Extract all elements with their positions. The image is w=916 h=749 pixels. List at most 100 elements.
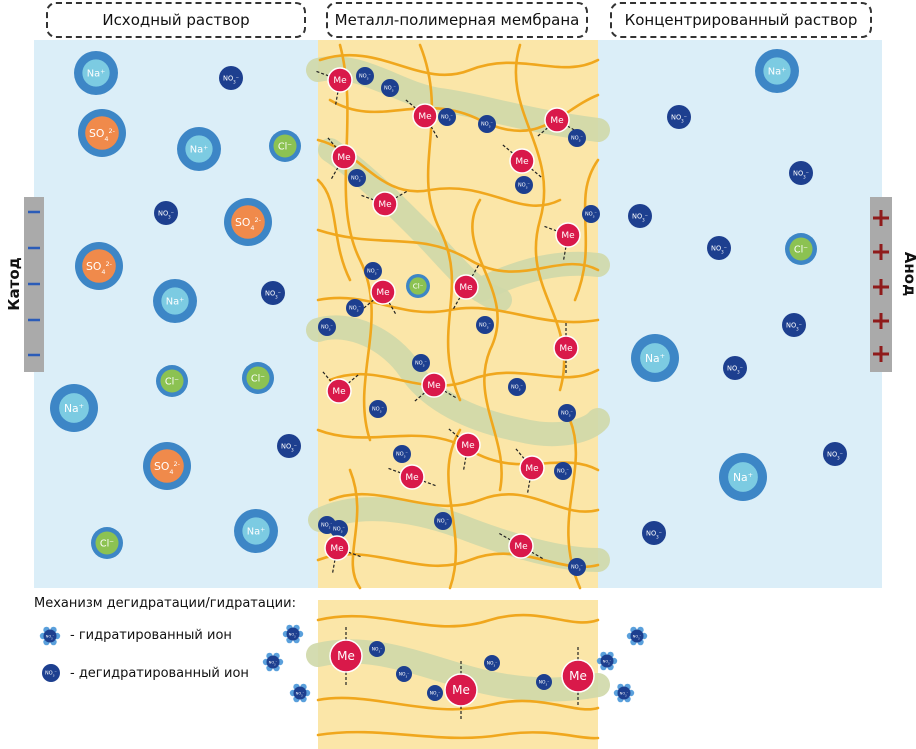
svg-text:NO3−: NO3−	[265, 289, 281, 299]
hydrated-ion-icon: NO3−	[289, 683, 311, 703]
nitrate-ion: NO3−	[789, 161, 813, 185]
svg-text:NO3−: NO3−	[711, 244, 727, 254]
svg-text:NO3−: NO3−	[557, 468, 569, 476]
sodium-ion: Na+	[50, 384, 98, 432]
metal-ion: Me	[315, 67, 353, 106]
svg-text:Me: Me	[561, 231, 575, 241]
nitrate-ion: NO3−	[318, 318, 336, 336]
membrane-header: Металл-полимерная мембрана	[326, 2, 588, 38]
ion-channel	[306, 639, 610, 702]
metal-ion: Me	[447, 427, 481, 471]
svg-text:NO3−: NO3−	[396, 451, 408, 459]
nitrate-ion: NO3−	[568, 558, 586, 576]
svg-text:NO3−: NO3−	[481, 121, 493, 129]
svg-text:Cl−: Cl−	[251, 373, 265, 384]
svg-text:NO3−: NO3−	[793, 169, 809, 179]
svg-text:Me: Me	[378, 200, 392, 210]
sulfate-ion: SO42-	[143, 442, 191, 490]
concentrate-solution-header: Концентрированный раствор	[610, 2, 872, 38]
nitrate-ion: NO3−	[723, 356, 747, 380]
svg-text:NO3−: NO3−	[223, 74, 239, 84]
sodium-ion: Na+	[234, 509, 278, 553]
svg-text:Me: Me	[332, 387, 346, 397]
nitrate-ion: NO3−	[515, 176, 533, 194]
sodium-ion: Na+	[74, 51, 118, 95]
svg-text:NO3−: NO3−	[487, 661, 498, 668]
svg-text:Cl−: Cl−	[278, 141, 292, 152]
svg-text:NO3−: NO3−	[399, 672, 410, 679]
svg-text:NO3−: NO3−	[727, 364, 743, 374]
svg-text:Na+: Na+	[247, 526, 265, 538]
sulfate-ion: SO42-	[224, 198, 272, 246]
polymer-fiber	[316, 730, 600, 740]
chloride-ion: Cl−	[91, 527, 123, 559]
svg-text:Me: Me	[330, 544, 344, 554]
nitrate-ion: NO3−	[434, 512, 452, 530]
metal-ion: Me	[413, 372, 457, 403]
nitrate-ion: NO3−	[346, 299, 364, 317]
anode-label: Анод	[901, 251, 916, 297]
svg-text:NO3−: NO3−	[646, 529, 662, 539]
nitrate-ion: NO3−	[219, 66, 243, 90]
svg-text:Me: Me	[452, 683, 470, 697]
svg-text:Me: Me	[376, 288, 390, 298]
svg-text:NO3−: NO3−	[539, 680, 550, 687]
metal-ion: Me	[553, 322, 579, 374]
nitrate-ion: NO3−	[536, 674, 552, 690]
polymer-fiber	[471, 198, 503, 492]
svg-text:Me: Me	[515, 157, 529, 167]
svg-text:Na+: Na+	[768, 66, 786, 78]
svg-text:NO3−: NO3−	[321, 324, 333, 332]
svg-text:Me: Me	[550, 116, 564, 126]
nitrate-ion: NO3−	[476, 316, 494, 334]
svg-text:NO3−: NO3−	[281, 442, 297, 452]
sodium-ion: Na+	[177, 127, 221, 171]
polymer-fiber	[316, 696, 600, 711]
nitrate-ion: NO3−	[554, 462, 572, 480]
metal-ion: Me	[561, 646, 595, 706]
svg-text:NO3−: NO3−	[437, 518, 449, 526]
polymer-fiber	[348, 468, 362, 590]
hydrated-ion-icon: NO3−	[613, 683, 635, 703]
legend-dehydrated-label: - дегидратированный ион	[70, 666, 249, 681]
svg-text:Cl−: Cl−	[413, 282, 424, 291]
svg-text:NO3−: NO3−	[351, 175, 363, 183]
ion-channel	[308, 497, 610, 572]
svg-text:NO3−: NO3−	[571, 564, 583, 572]
svg-text:NO3−: NO3−	[46, 634, 55, 640]
svg-text:Me: Me	[405, 473, 419, 483]
metal-ion: Me	[514, 447, 545, 494]
sodium-ion: Na+	[719, 453, 767, 501]
nitrate-ion: NO3−	[782, 313, 806, 337]
polymer-fiber	[316, 178, 352, 282]
svg-text:Me: Me	[514, 542, 528, 552]
svg-text:Cl−: Cl−	[100, 538, 114, 549]
metal-ion: Me	[444, 660, 478, 720]
svg-text:NO3−: NO3−	[633, 634, 642, 640]
svg-text:NO3−: NO3−	[620, 691, 629, 697]
svg-text:Na+: Na+	[166, 296, 184, 308]
hydrated-ion-icon: NO3−	[262, 652, 284, 672]
svg-text:NO3−: NO3−	[158, 209, 174, 219]
svg-text:NO3−: NO3−	[333, 526, 345, 534]
nitrate-ion: NO3−	[707, 236, 731, 260]
sodium-ion: Na+	[153, 279, 197, 323]
metal-ion: Me	[452, 264, 480, 310]
chloride-ion: Cl−	[269, 130, 301, 162]
nitrate-ion: NO3−	[508, 378, 526, 396]
svg-text:NO3−: NO3−	[430, 691, 441, 698]
nitrate-ion: NO3−	[261, 281, 285, 305]
svg-text:NO3−: NO3−	[603, 659, 612, 665]
hydrated-ion-icon: NO3−	[39, 626, 61, 646]
svg-text:NO3−: NO3−	[671, 113, 687, 123]
concentrate-solution-area	[598, 40, 882, 588]
svg-text:NO3−: NO3−	[367, 268, 379, 276]
nitrate-ion: NO3−	[438, 108, 456, 126]
nitrate-ion: NO3−	[42, 664, 60, 682]
svg-text:NO3−: NO3−	[45, 670, 57, 678]
nitrate-ion: NO3−	[427, 685, 443, 701]
nitrate-ion: NO3−	[478, 115, 496, 133]
svg-text:NO3−: NO3−	[441, 114, 453, 122]
metal-ion: Me	[404, 98, 439, 139]
